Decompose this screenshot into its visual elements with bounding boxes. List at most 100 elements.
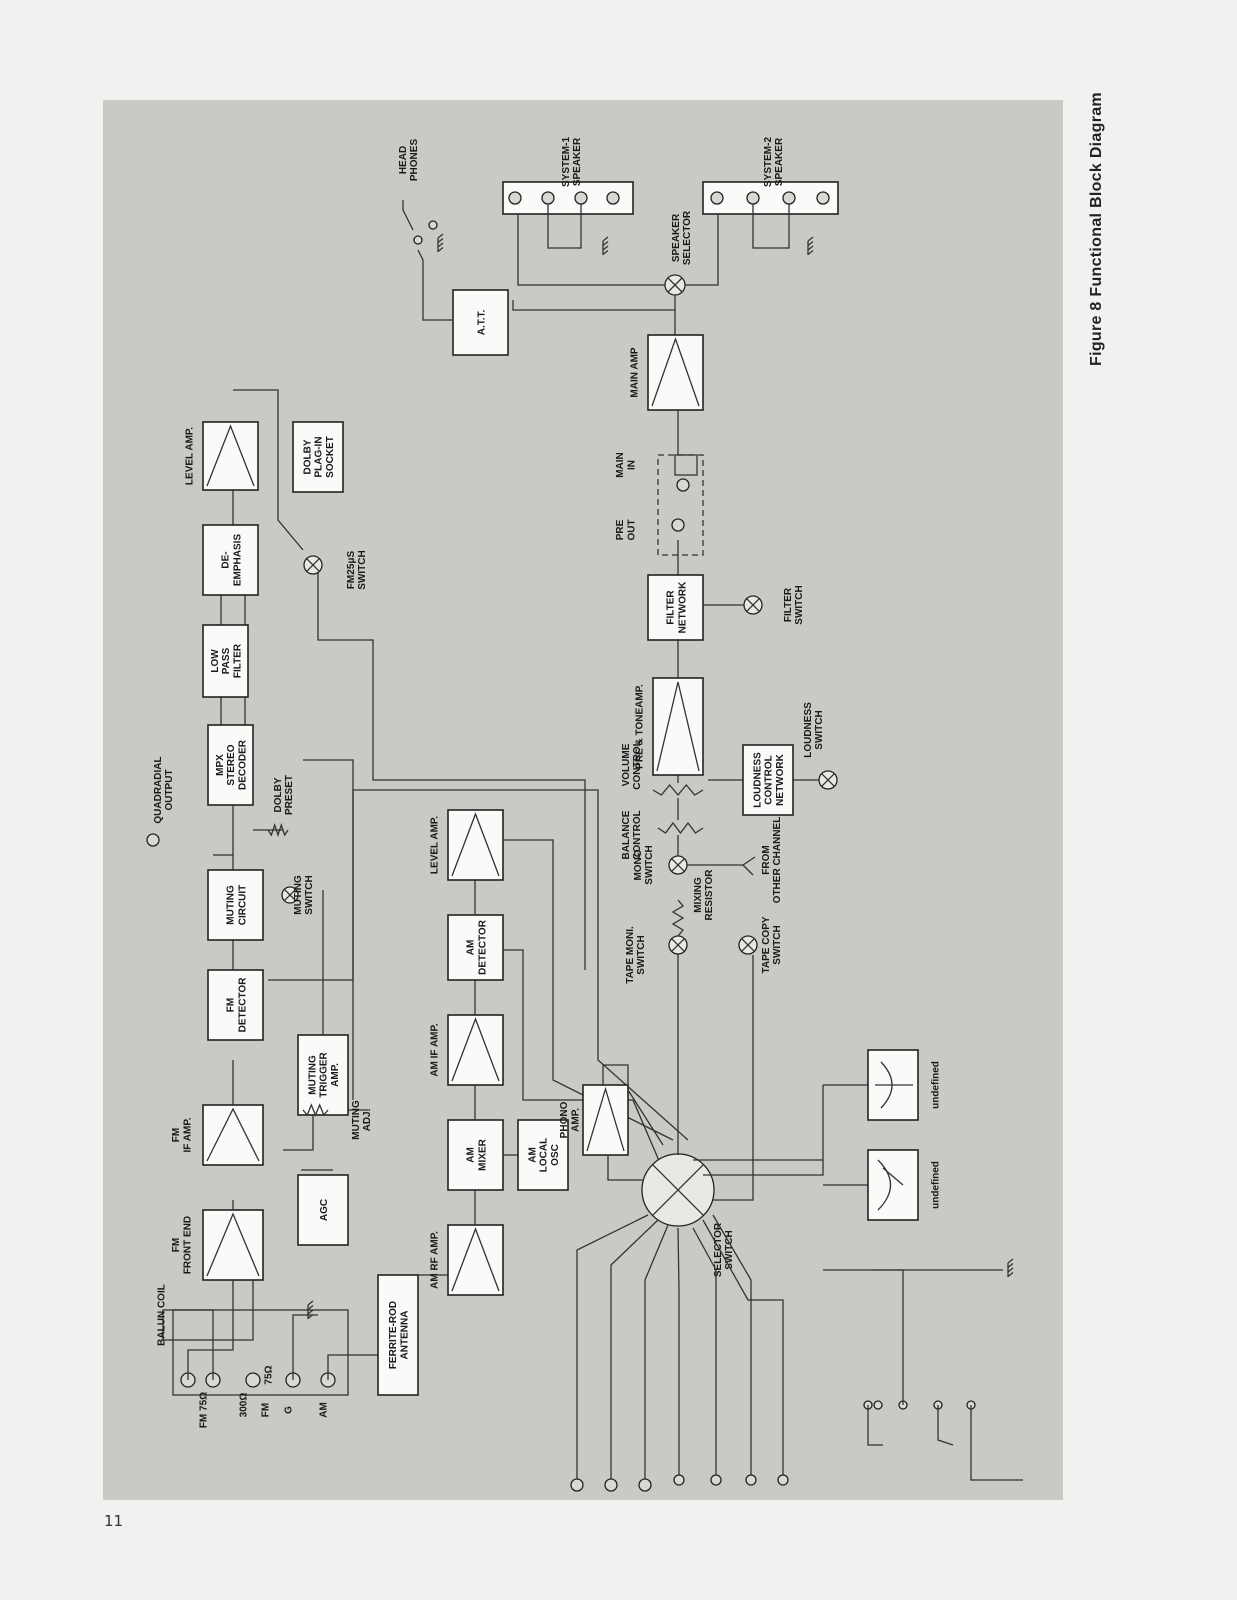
quadradial-output-label: QUADRADIALOUTPUT — [153, 756, 175, 823]
att-block-box — [452, 289, 509, 356]
filter-network-block-box — [647, 574, 704, 641]
svg-text:FMFRONT END: FMFRONT END — [171, 1216, 193, 1274]
wire-tape-in-2 — [692, 1227, 717, 1475]
g-label: G — [284, 1406, 295, 1414]
antenna-terminal-3 — [245, 1372, 261, 1388]
agc-block — [297, 1174, 349, 1246]
svg-text:undefined: undefined — [931, 1061, 942, 1109]
muting-switch-label: MUTINGSWITCH — [293, 875, 315, 915]
wire-fm25-selector — [317, 560, 586, 970]
pre-out-jack — [671, 518, 685, 532]
ohm-75-label: 75Ω — [264, 1365, 275, 1384]
svg-text:AM: AM — [319, 1402, 330, 1418]
muting-trigger-amp-block-label: MUTINGTRIGGERAMP. — [307, 1051, 341, 1097]
wire-dubbing-ground — [823, 1269, 904, 1405]
tape-moni-switch-label: TAPE MONI.SWITCH — [625, 926, 647, 984]
de-emphasis-block-label: DE-EMPHASIS — [220, 534, 243, 587]
svg-text:300Ω: 300Ω — [239, 1393, 250, 1418]
mono-switch-label: MONOSWITCH — [633, 845, 655, 884]
svg-text:MPXSTEREODECODER: MPXSTEREODECODER — [215, 739, 249, 790]
am-mixer-block-label: AMMIXER — [465, 1138, 488, 1170]
am-label: AM — [319, 1402, 330, 1418]
svg-text:VOLUMECONTROL: VOLUMECONTROL — [621, 740, 643, 789]
wire-300-frontend — [212, 1280, 254, 1380]
svg-text:MUTINGSWITCH: MUTINGSWITCH — [293, 875, 315, 915]
svg-text:FMIF AMP.: FMIF AMP. — [171, 1117, 193, 1152]
svg-text:AMLOCALOSC: AMLOCALOSC — [527, 1138, 561, 1172]
fm-front-end-amp-triangle — [206, 1212, 260, 1277]
main-in-switch — [674, 454, 698, 476]
phono-amp — [582, 1084, 629, 1156]
svg-text:FMDETECTOR: FMDETECTOR — [225, 977, 248, 1033]
muting-trigger-amp-block-box — [297, 1034, 349, 1116]
muting-adj-resistor — [302, 1103, 329, 1117]
svg-text:FILTERSWITCH: FILTERSWITCH — [783, 585, 805, 624]
fm-if-amp-label: FMIF AMP. — [171, 1117, 193, 1152]
system2-terminal-3 — [782, 191, 796, 205]
mpx-stereo-decoder-block-label: MPXSTEREODECODER — [215, 739, 249, 790]
mixing-resistor-label: MIXINGRESISTOR — [693, 869, 715, 921]
loudness-switch-label: LOUDNESSSWITCH — [803, 702, 825, 758]
wire-tape-in-1 — [677, 1227, 680, 1475]
system2-ground — [807, 236, 814, 256]
quadradial-output-jack — [146, 833, 160, 847]
svg-text:MAININ: MAININ — [615, 452, 637, 478]
wire-dubbing-out-2 — [970, 1405, 1023, 1481]
pre-tone-amp-label: PRE & TONEAMP. — [635, 684, 646, 769]
main-amp — [647, 334, 704, 411]
level-amp-mid-label: LEVEL AMP. — [430, 816, 441, 874]
svg-text:undefined: undefined — [931, 1161, 942, 1209]
svg-text:FERRITE-RODANTENNA: FERRITE-RODANTENNA — [388, 1301, 410, 1369]
main-in-jack — [676, 478, 690, 492]
svg-text:PRE & TONEAMP.: PRE & TONEAMP. — [635, 684, 646, 769]
wire-selector-tapecopy — [713, 955, 754, 1201]
mono-switch-icon — [668, 855, 688, 875]
level-amp-mid — [447, 809, 504, 881]
svg-text:MONOSWITCH: MONOSWITCH — [633, 845, 655, 884]
svg-text:TAPE MONI.SWITCH: TAPE MONI.SWITCH — [625, 926, 647, 984]
wire-from-other-2 — [742, 864, 754, 876]
loudness-switch-icon — [818, 770, 838, 790]
headphone-ground — [437, 233, 444, 253]
pre-tone-amp-box — [652, 677, 704, 776]
pre-main-jumper-frame — [657, 454, 704, 556]
ferrite-rod-antenna-block — [377, 1274, 419, 1396]
am-local-osc-block — [517, 1119, 569, 1191]
dubbing-jack-2 — [873, 1400, 883, 1410]
phono-amp-triangle — [586, 1086, 625, 1152]
level-amp-mid-triangle — [451, 812, 500, 877]
svg-text:TAPE COPYSWITCH: TAPE COPYSWITCH — [761, 916, 783, 973]
headphone-jack-2 — [428, 220, 438, 230]
wire-spksel-sys2 — [685, 200, 719, 286]
svg-text:FROMOTHER CHANNEL: FROMOTHER CHANNEL — [761, 817, 783, 904]
svg-text:75Ω: 75Ω — [264, 1365, 275, 1384]
fm-detector-block-box — [207, 969, 264, 1041]
tape-copy-switch-label: TAPE COPYSWITCH — [761, 916, 783, 973]
wire-headphone-tip — [402, 200, 414, 231]
svg-text:LEVEL AMP.: LEVEL AMP. — [185, 427, 196, 485]
fm-front-end-amp — [202, 1209, 264, 1281]
am-detector-block — [447, 914, 504, 981]
svg-text:DOLBYPLAG-INSOCKET: DOLBYPLAG-INSOCKET — [302, 436, 336, 478]
signal-strength-meter-label: undefined — [931, 1161, 942, 1209]
wire-selector-tuning — [693, 1085, 824, 1161]
system2-terminal-4 — [816, 191, 830, 205]
fm-if-amp — [202, 1104, 264, 1166]
svg-text:LOUDNESSCONTROLNETWORK: LOUDNESSCONTROLNETWORK — [752, 752, 786, 808]
input-jack-phono1 — [570, 1478, 584, 1492]
signal-meter-arc — [877, 1159, 892, 1211]
system1-terminal-2 — [541, 191, 555, 205]
tape-copy-switch-icon — [738, 935, 758, 955]
tuning-meter-label: undefined — [931, 1061, 942, 1109]
svg-text:DOLBYPRESET: DOLBYPRESET — [273, 775, 295, 815]
wire-tape-out-2 — [702, 1219, 784, 1475]
tape-in-2-jack — [710, 1474, 722, 1486]
wire-spksel-sys1 — [517, 200, 665, 286]
loudness-control-network-block-box — [742, 744, 794, 816]
am-rf-amp-label: AM RF AMP. — [430, 1231, 441, 1289]
system2-speaker-label: SYSTEM-2SPEAKER — [763, 137, 785, 187]
wire-balun-frontend — [187, 1280, 234, 1380]
balance-control-label: BALANCECONTROL — [621, 810, 643, 859]
am-if-amp-box — [447, 1014, 504, 1086]
system2-terminal-1 — [710, 191, 724, 205]
